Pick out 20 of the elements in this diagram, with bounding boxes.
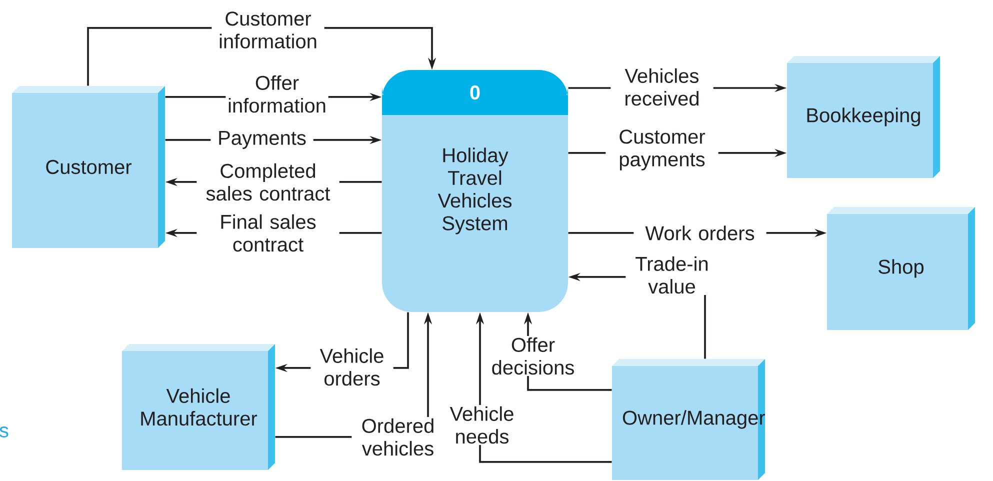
edge-label: Trade-in value [626,254,718,295]
text-fragment: s [0,426,8,438]
edge-label: Completed sales contract [196,162,340,202]
entity-box: Customer [12,86,165,248]
edge-label: Customer payments [606,128,718,172]
edge-label: Work orders [634,224,766,242]
edge-label: Payments [210,130,314,150]
edge-label: Offer decisions [486,336,580,376]
entity-box: Owner/Manager [612,359,766,480]
edge-label: Vehicle orders [310,346,394,387]
edge-label: Customer information [212,10,324,50]
process-box: Holiday Travel Vehicles System 0 [382,70,568,312]
entity-box: Bookkeeping [787,56,940,178]
edge-label: Ordered vehicles [352,416,444,457]
edge-label: Final sales contract [196,212,340,253]
edge-label: Vehicle needs [440,404,524,445]
edge-label: Vehicles received [610,67,714,107]
entity-box: Shop [827,207,975,330]
entity-box: Vehicle Manufacturer [122,344,275,470]
edge-label: Offer information [226,74,328,114]
